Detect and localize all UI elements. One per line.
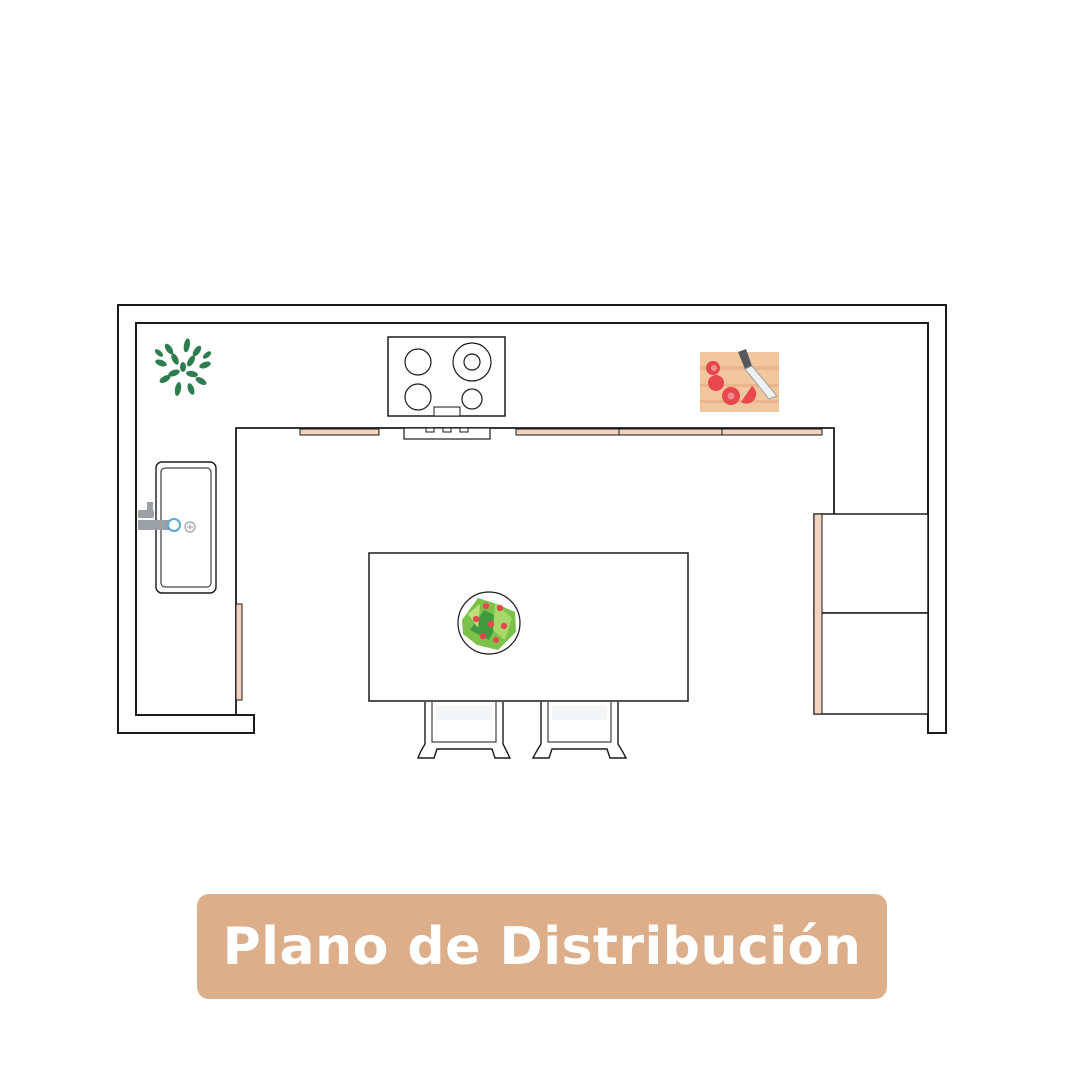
sink-icon [138, 461, 217, 594]
cabinet-front [515, 428, 620, 436]
upper-cabinet-fronts [299, 428, 823, 436]
left-cabinet-front [235, 603, 243, 701]
tall-unit [813, 612, 929, 715]
cutting-board-icon [700, 349, 779, 412]
bar-stool-icon [531, 702, 628, 759]
oven-front [403, 427, 491, 440]
tall-unit-front [813, 513, 823, 715]
plant-icon [154, 338, 212, 396]
bar-stool-icon [417, 702, 512, 759]
salad-bowl-icon [457, 591, 521, 655]
cooktop-icon [387, 336, 506, 417]
cabinet-front [721, 428, 823, 436]
title-banner: Plano de Distribución [197, 894, 887, 999]
cabinet-front [299, 428, 380, 436]
kitchen-island [368, 552, 689, 702]
page-title: Plano de Distribución [222, 916, 862, 977]
counter-edge [235, 427, 835, 715]
outer-wall [117, 304, 947, 734]
tall-unit [813, 513, 929, 614]
right-wall-units [813, 513, 929, 715]
cabinet-front [618, 428, 723, 436]
